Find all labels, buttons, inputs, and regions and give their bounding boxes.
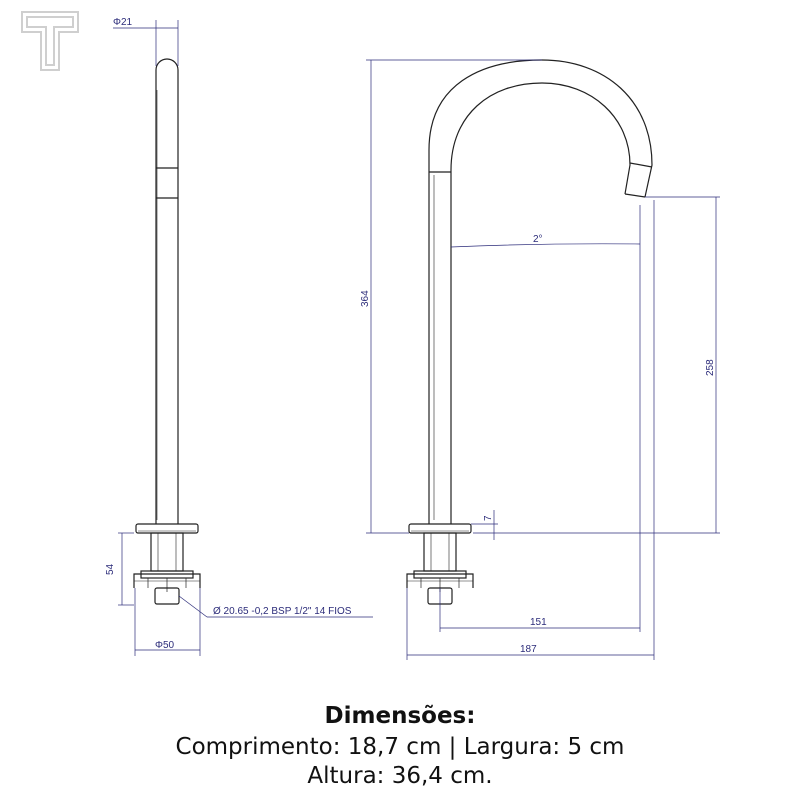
total-width-label: 187 (520, 644, 537, 655)
flange-thickness-label: 7 (483, 515, 494, 521)
front-view-body (406, 59, 653, 605)
side-diameter-top-label: Φ21 (113, 17, 133, 28)
side-view-body (133, 58, 201, 605)
angle-label: 2° (533, 234, 543, 245)
front-view: 364 258 2° 7 151 187 (360, 59, 720, 660)
spout-height-label: 258 (705, 359, 716, 376)
height-text: Altura: 36,4 cm. (307, 763, 493, 789)
thread-spec-label: Ø 20.65 -0,2 BSP 1/2" 14 FIOS (213, 606, 352, 617)
side-view: Φ21 54 Ø 20.65 -0,2 BSP 1/2" 14 FIOS Φ50 (105, 17, 373, 656)
side-base-diameter-label: Φ50 (155, 640, 175, 651)
dimensions-title: Dimensões: (324, 703, 476, 729)
side-height-label: 54 (105, 563, 116, 575)
front-view-dimensions (366, 59, 720, 660)
length-width-text: Comprimento: 18,7 cm | Largura: 5 cm (175, 734, 625, 760)
side-view-dimensions (113, 20, 373, 656)
total-height-label: 364 (360, 290, 371, 307)
reach-label: 151 (530, 617, 547, 628)
letter-t-logo-icon (21, 11, 79, 71)
